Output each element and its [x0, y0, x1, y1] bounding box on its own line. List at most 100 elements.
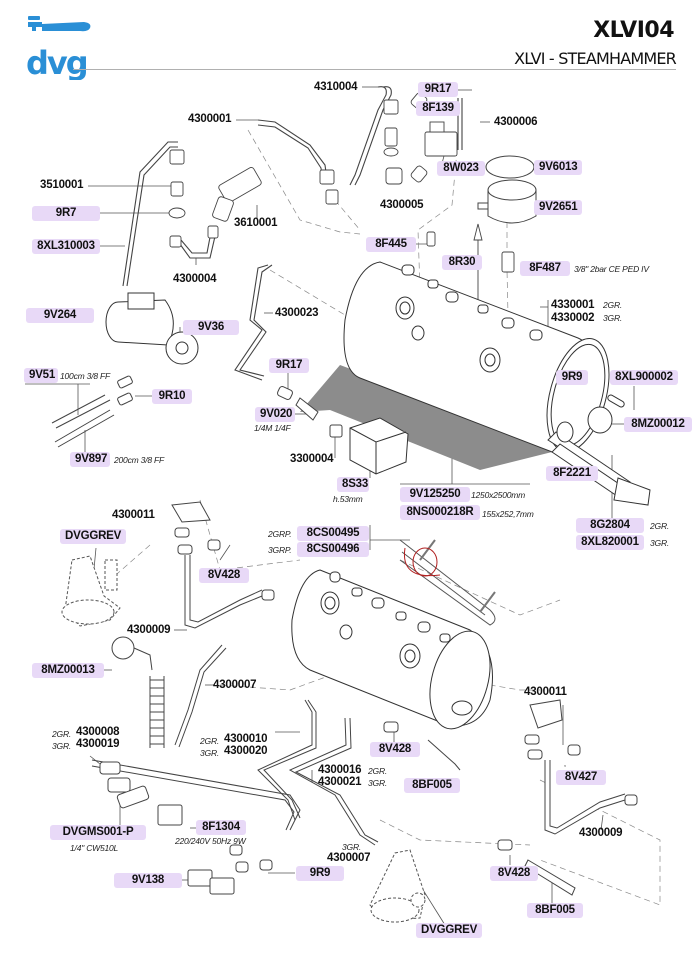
dvg-logo: dvg	[26, 16, 91, 80]
gauge-cover	[485, 155, 535, 179]
part-label-9V020[interactable]: 9V020	[255, 407, 295, 422]
part-label-8MZ00012[interactable]: 8MZ00012	[624, 417, 692, 432]
part-label-8R30[interactable]: 8R30	[442, 255, 482, 270]
part-label-8W023[interactable]: 8W023	[437, 161, 485, 176]
part-label-8CS00495[interactable]: 8CS00495	[297, 526, 369, 541]
part-prefix-4300020: 3GR.	[200, 748, 220, 758]
part-label-DVGMS001-P[interactable]: DVGMS001-P	[50, 825, 146, 840]
part-label-8XL820001[interactable]: 8XL820001	[576, 535, 644, 550]
part-prefix-8CS00495: 2GRP.	[268, 529, 292, 539]
part-label-8V428-right[interactable]: 8V428	[490, 866, 538, 881]
part-label-8F487[interactable]: 8F487	[520, 261, 570, 276]
part-label-4330002: 4330002	[551, 312, 595, 324]
part-label-9V51[interactable]: 9V51	[24, 368, 58, 383]
heating-element-wire	[399, 539, 496, 626]
part-label-9V125250[interactable]: 9V125250	[400, 487, 470, 502]
part-note-4300016: 2GR.	[368, 766, 388, 776]
part-label-4300016: 4300016	[318, 764, 362, 776]
part-prefix-4300019: 3GR.	[52, 741, 72, 751]
part-prefix-4300007-bottom: 3GR.	[342, 842, 362, 852]
part-label-9V264[interactable]: 9V264	[26, 308, 94, 323]
part-label-4300021: 4300021	[318, 776, 362, 788]
upper-boiler	[300, 261, 651, 506]
svg-text:dvg: dvg	[26, 44, 87, 80]
part-label-8MZ00013[interactable]: 8MZ00013	[32, 663, 104, 678]
part-label-9R7[interactable]: 9R7	[32, 206, 100, 221]
part-label-DVGGREV-bottom[interactable]: DVGGREV	[416, 923, 482, 938]
part-note-8F487: 3/8" 2bar CE PED IV	[574, 264, 649, 274]
part-label-8F2221[interactable]: 8F2221	[546, 466, 598, 481]
part-label-4300023: 4300023	[275, 307, 319, 319]
pump-motor	[105, 292, 199, 365]
part-prefix-8CS00496: 3GRP.	[268, 545, 292, 555]
part-label-8V427[interactable]: 8V427	[556, 770, 606, 785]
part-label-9V897[interactable]: 9V897	[70, 452, 110, 467]
lower-boiler	[291, 569, 493, 730]
part-label-4300009-right: 4300009	[579, 827, 623, 839]
part-label-9V138[interactable]: 9V138	[114, 873, 182, 888]
part-note-9V020: 1/4M 1/4F	[254, 423, 291, 433]
part-label-4330001: 4330001	[551, 299, 595, 311]
part-label-4300010: 4300010	[224, 733, 268, 745]
part-label-8F1304[interactable]: 8F1304	[196, 820, 246, 835]
part-label-8BF005-right[interactable]: 8BF005	[527, 903, 583, 918]
part-note-4300021: 3GR.	[368, 778, 388, 788]
part-label-8F139[interactable]: 8F139	[416, 101, 460, 116]
part-label-4300009-left: 4300009	[127, 624, 171, 636]
part-label-4300004: 4300004	[173, 273, 217, 285]
part-label-8BF005-mid[interactable]: 8BF005	[404, 778, 460, 793]
group-head	[369, 849, 426, 923]
lower-left-group	[61, 555, 121, 627]
part-label-9R10[interactable]: 9R10	[152, 389, 192, 404]
part-note-9V51: 100cm 3/8 FF	[60, 371, 111, 381]
part-label-8V428-mid[interactable]: 8V428	[370, 742, 420, 757]
part-label-4300019: 4300019	[76, 738, 120, 750]
lower-mid-fittings	[99, 721, 399, 895]
part-label-8NS000218R[interactable]: 8NS000218R	[400, 505, 480, 520]
lower-mid-pipes	[91, 699, 461, 846]
part-label-9R9-bottom[interactable]: 9R9	[296, 866, 344, 881]
part-note-4330001: 2GR.	[603, 300, 623, 310]
part-label-4300007-top: 4300007	[213, 679, 257, 691]
part-label-DVGGREV-left[interactable]: DVGGREV	[60, 529, 126, 544]
part-note-8F1304: 220/240V 50Hz 9W	[175, 836, 246, 846]
part-label-8XL310003[interactable]: 8XL310003	[32, 239, 100, 254]
part-label-8V428-left[interactable]: 8V428	[199, 568, 249, 583]
part-label-8CS00496[interactable]: 8CS00496	[297, 542, 369, 557]
part-label-4300001: 4300001	[188, 113, 232, 125]
boiler-bracket	[349, 417, 409, 475]
part-label-8XL900002[interactable]: 8XL900002	[610, 370, 678, 385]
model-name: XLVI - STEAMHAMMER	[514, 49, 677, 68]
part-label-4300007-bottom: 4300007	[327, 852, 371, 864]
part-label-3300004: 3300004	[290, 453, 334, 465]
part-note-8G2804: 2GR.	[650, 521, 670, 531]
part-note-8NS000218R: 155x252,7mm	[482, 509, 534, 519]
part-note-9V125250: 1250x2500mm	[471, 490, 526, 500]
part-note-DVGMS001-P: 1/4" CW510L	[70, 843, 119, 853]
part-label-9V36[interactable]: 9V36	[183, 320, 239, 335]
drain-valve	[277, 385, 343, 438]
part-label-8S33[interactable]: 8S33	[337, 477, 369, 492]
part-label-9R9-boiler[interactable]: 9R9	[556, 370, 588, 385]
part-label-8G2804[interactable]: 8G2804	[576, 518, 644, 533]
part-label-4300020: 4300020	[224, 745, 268, 757]
part-prefix-4300010: 2GR.	[200, 736, 220, 746]
part-label-9V2651[interactable]: 9V2651	[534, 200, 582, 215]
part-note-8S33: h.53mm	[333, 494, 363, 504]
part-label-4300006: 4300006	[494, 116, 538, 128]
part-label-9R17-mid[interactable]: 9R17	[269, 358, 309, 373]
part-label-4300011-left: 4300011	[112, 509, 155, 521]
part-prefix-4300008: 2GR.	[52, 729, 72, 739]
part-note-9V897: 200cm 3/8 FF	[114, 455, 165, 465]
part-label-9V6013[interactable]: 9V6013	[534, 160, 582, 175]
part-label-3610001: 3610001	[234, 217, 278, 229]
part-note-4330002: 3GR.	[603, 313, 623, 323]
part-label-4310004: 4310004	[314, 81, 358, 93]
model-code: XLVI04	[593, 18, 674, 43]
part-label-4300011-right: 4300011	[524, 686, 567, 698]
part-label-8F445[interactable]: 8F445	[366, 237, 416, 252]
part-label-9R17[interactable]: 9R17	[418, 82, 458, 97]
lower-left-pipes	[111, 501, 275, 671]
